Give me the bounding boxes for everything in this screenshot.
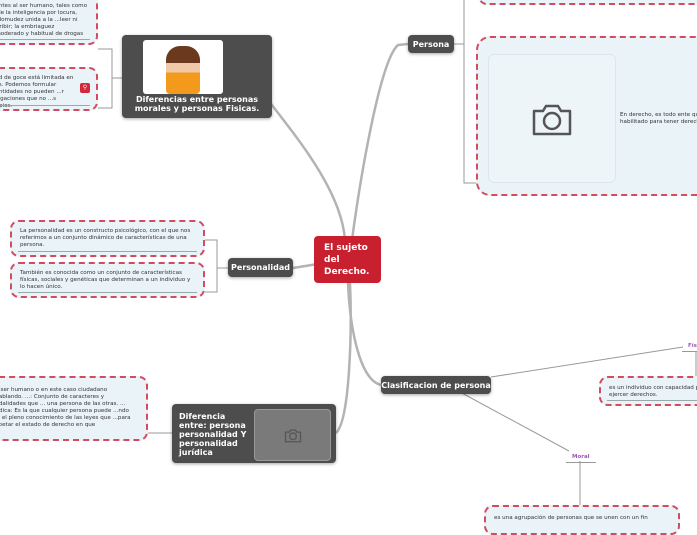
note-text: ...o ser humano o en este caso ciudadano… (0, 387, 131, 428)
topic-diferencia-entre[interactable]: Diferencia entre: persona personalidad Y… (172, 404, 336, 463)
note-text: La personalidad es un constructo psicoló… (20, 228, 191, 248)
personalidad-note-2[interactable]: También es conocida como un conjunto de … (10, 262, 205, 298)
note-text: ...pende exclusivamente de ...entes al s… (0, 0, 88, 37)
diferencias-note-1[interactable]: ...pende exclusivamente de ...entes al s… (0, 0, 98, 45)
central-topic[interactable]: El sujeto del Derecho. (314, 236, 381, 283)
camera-icon (532, 104, 572, 135)
topic-diferencias-label: Diferencias entre personas morales y per… (134, 95, 260, 113)
topic-persona[interactable]: Persona (408, 35, 454, 53)
diferencias-note-2[interactable]: ...ad de goce está limitada en ...es. Po… (0, 67, 98, 111)
topic-diferencia-label: Diferencia entre: persona personalidad Y… (179, 412, 247, 457)
persona-note-text: En derecho, es todo ente que está habili… (620, 112, 697, 125)
topic-clasificacion[interactable]: Clasificacion de persona (381, 376, 491, 394)
fisica-note[interactable]: es un individuo con capacidad para ejerc… (599, 376, 697, 406)
note-text: También es conocida como un conjunto de … (20, 270, 191, 290)
persona-note[interactable]: En derecho, es todo ente que está habili… (476, 36, 697, 196)
persona-top-note[interactable] (478, 0, 697, 5)
diferencia-note[interactable]: ...o ser humano o en este caso ciudadano… (0, 376, 148, 441)
woman-image (143, 40, 223, 94)
note-text: ...ad de goce está limitada en ...es. Po… (0, 75, 74, 109)
note-text: es un individuo con capacidad para ejerc… (609, 385, 697, 398)
subtopic-fisica[interactable]: Fís (682, 343, 697, 352)
topic-diferencias[interactable]: Diferencias entre personas morales y per… (122, 35, 272, 118)
camera-icon (284, 428, 301, 442)
image-placeholder (254, 409, 331, 461)
connector-lines (98, 0, 697, 510)
moral-note[interactable]: es una agrupación de personas que se une… (484, 505, 680, 535)
image-placeholder (488, 54, 616, 183)
personalidad-note-1[interactable]: La personalidad es un constructo psicoló… (10, 220, 205, 257)
link-icon[interactable]: ⚲ (80, 83, 90, 93)
note-text: es una agrupación de personas que se une… (494, 515, 648, 521)
topic-personalidad[interactable]: Personalidad (228, 258, 293, 277)
subtopic-moral[interactable]: Moral (566, 454, 596, 463)
